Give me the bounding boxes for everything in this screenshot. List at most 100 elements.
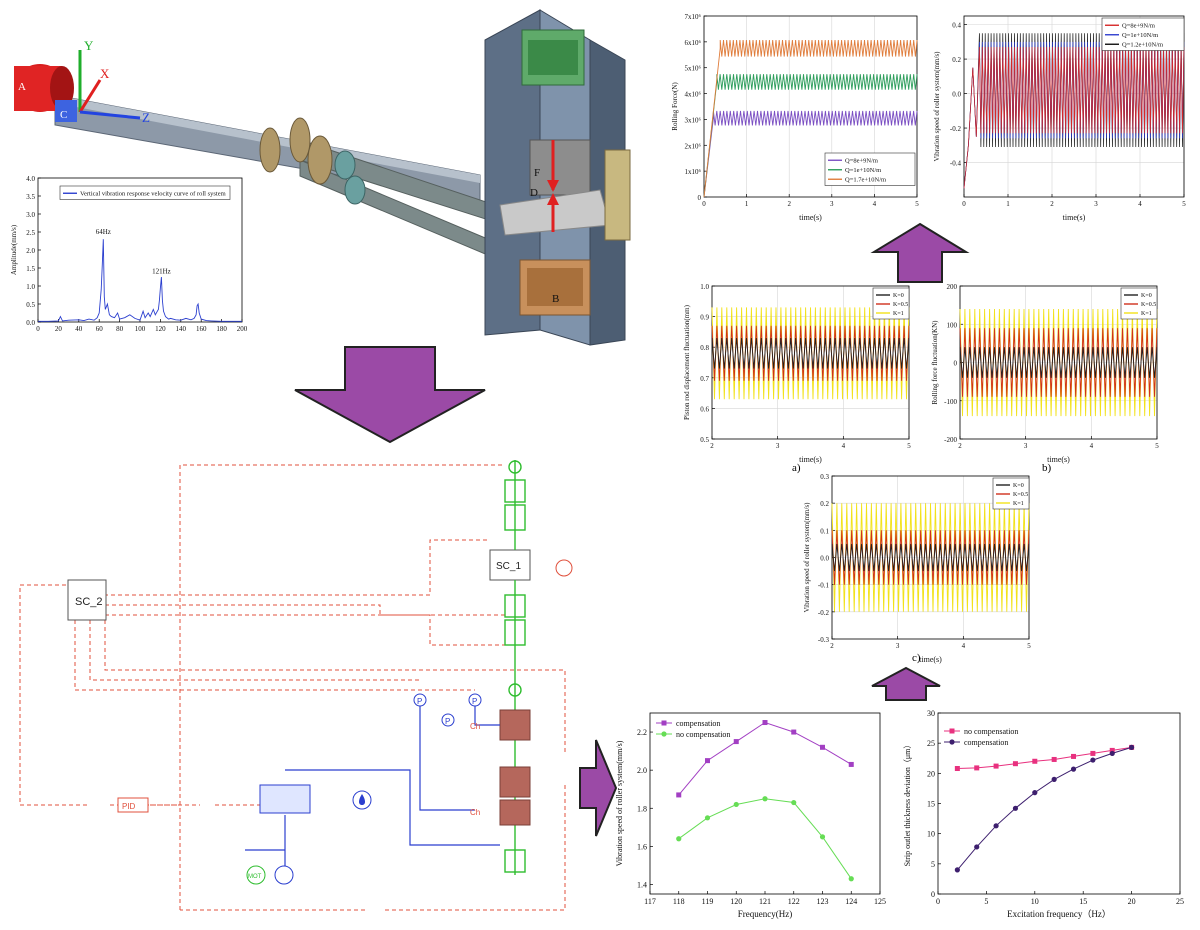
y-tick-label: -0.3 — [818, 636, 830, 644]
data-point — [974, 844, 980, 850]
x-tick-label: 2 — [710, 442, 714, 450]
data-point — [1032, 758, 1038, 764]
y-tick-label: 7x10⁶ — [685, 13, 702, 21]
x-tick-label: 0 — [36, 325, 40, 333]
chamber-label-1: Ch — [470, 722, 480, 731]
y-axis-label: Amplitude(mm/s) — [10, 224, 18, 275]
legend-entry: K=0 — [1013, 483, 1024, 489]
flow-arrow-up-icon — [870, 222, 970, 283]
y-tick-label: 1.5 — [26, 265, 35, 273]
y-tick-label: -200 — [944, 436, 957, 444]
pump-icon — [274, 865, 294, 885]
plot-frame — [703, 15, 918, 198]
caption-b: b) — [1042, 462, 1052, 474]
x-tick-label: 2 — [958, 442, 962, 450]
data-point — [1012, 805, 1019, 811]
x-tick-label: 122 — [788, 897, 800, 906]
legend-entry: K=0.5 — [1013, 492, 1028, 498]
x-tick-label: 160 — [196, 325, 207, 333]
data-point — [848, 761, 854, 767]
y-tick-label: -0.1 — [818, 582, 830, 590]
y-tick-label: -0.2 — [818, 609, 830, 617]
y-tick-label: 4.0 — [26, 175, 35, 183]
chamber-label-2: Ch — [470, 808, 480, 817]
motor-icon — [246, 865, 266, 885]
y-tick-label: 1.4 — [637, 880, 647, 889]
sc2-block — [67, 579, 107, 621]
y-axis-label: Vibration speed of roller system(mm/s) — [933, 51, 941, 162]
legend-entry: compensation — [964, 738, 1008, 747]
legend-marker — [661, 720, 667, 726]
series-line — [957, 746, 1132, 769]
y-tick-label: 25 — [927, 739, 935, 748]
data-point — [762, 796, 768, 802]
series-line — [711, 337, 910, 369]
y-tick-label: 2x10⁶ — [685, 142, 702, 150]
pressure-label-1: P — [417, 697, 422, 706]
data-point — [762, 720, 768, 726]
x-tick-label: 0 — [962, 200, 966, 208]
x-axis-label: time(s) — [1047, 455, 1070, 464]
axis-label-y: Y — [84, 38, 94, 53]
legend-entry: K=0.5 — [1141, 302, 1156, 308]
chart-legend: K=0K=0.5K=1 — [1120, 287, 1158, 320]
legend-entry: compensation — [676, 719, 720, 728]
x-tick-label: 118 — [673, 897, 685, 906]
sc1-label: SC_1 — [496, 561, 521, 572]
motor-label: MOT — [248, 874, 262, 880]
y-tick-label: 3.5 — [26, 193, 35, 201]
roll-stand-3d-model: Y X Z A C F D B — [14, 9, 631, 346]
y-tick-label: 20 — [927, 769, 935, 778]
chart-legend: no compensation compensation — [944, 727, 1018, 747]
x-tick-label: 117 — [644, 897, 656, 906]
legend-entry: no compensation — [964, 727, 1018, 736]
caption-a: a) — [792, 462, 801, 474]
data-point — [1070, 766, 1077, 772]
x-tick-label: 119 — [702, 897, 714, 906]
y-tick-label: 0 — [954, 360, 958, 368]
legend-entry: Q=1e+10N/m — [1122, 32, 1158, 39]
y-tick-label: -100 — [944, 398, 957, 406]
data-point — [974, 765, 980, 771]
y-axis-label: Piston rod displacement fluctuation(mm) — [683, 304, 691, 420]
y-tick-label: 2.2 — [637, 728, 647, 737]
data-point — [1129, 744, 1135, 750]
y-tick-label: 2.5 — [26, 229, 35, 237]
sc1-block — [489, 549, 531, 581]
x-axis-label: Excitation frequency（Hz） — [1007, 909, 1111, 919]
legend-entry: Q=8e+9N/m — [1122, 23, 1155, 30]
y-tick-label: 15 — [927, 800, 935, 809]
y-tick-label: 1.6 — [637, 842, 647, 851]
y-tick-label: 4x10⁶ — [685, 91, 702, 99]
data-point — [1090, 750, 1096, 756]
chart-legend: Q=8e+9N/mQ=1e+10N/mQ=1.7e+10N/m — [824, 152, 916, 186]
chart-legend: Q=8e+9N/mQ=1e+10N/mQ=1.2e+10N/m — [1101, 17, 1185, 51]
y-tick-label: 1x10⁶ — [685, 168, 702, 176]
flow-arrow-down-icon — [294, 346, 486, 444]
point-label-d: D — [530, 187, 538, 199]
x-tick-label: 20 — [1128, 897, 1136, 906]
y-tick-label: 0.6 — [700, 405, 709, 413]
x-tick-label: 100 — [135, 325, 146, 333]
legend-entry: K=1 — [1141, 311, 1152, 317]
chart-legend: K=0K=0.5K=1 — [992, 477, 1030, 510]
data-point — [820, 744, 825, 750]
x-tick-label: 180 — [216, 325, 227, 333]
y-tick-label: 30 — [927, 709, 935, 718]
data-point — [954, 867, 960, 873]
series-line — [963, 46, 1185, 189]
x-tick-label: 140 — [176, 325, 187, 333]
plot-frame — [649, 712, 881, 895]
y-axis-label: Rolling force fluctuation(KN) — [931, 320, 939, 405]
y-tick-label: 3.0 — [26, 211, 35, 219]
data-point — [1051, 776, 1057, 782]
x-tick-label: 5 — [915, 200, 919, 208]
data-point — [676, 792, 682, 798]
x-axis-label: time(s) — [1063, 213, 1086, 222]
legend-entry: Q=1.7e+10N/m — [845, 177, 886, 184]
y-axis-label: Rolling Force(N) — [671, 82, 679, 131]
y-tick-label: 0.3 — [820, 473, 829, 481]
